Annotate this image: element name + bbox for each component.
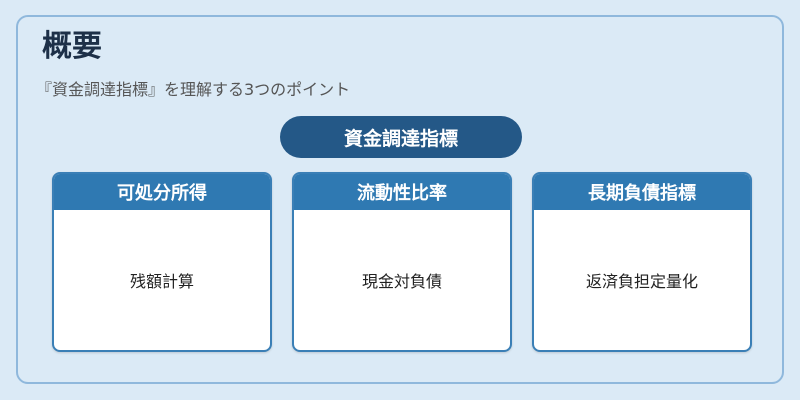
card-body-text: 返済負担定量化 xyxy=(585,272,698,291)
page-title: 概要 xyxy=(42,29,102,64)
overview-panel: 概要 『資金調達指標』を理解する3つのポイント 資金調達指標 可処分所得 残額計… xyxy=(16,15,784,384)
card-header-label: 流動性比率 xyxy=(357,183,447,204)
card-header-label: 長期負債指標 xyxy=(588,183,696,204)
card-header: 長期負債指標 xyxy=(534,174,750,210)
card-body-text: 現金対負債 xyxy=(361,272,442,291)
center-topic-pill: 資金調達指標 xyxy=(280,116,522,158)
card-header: 可処分所得 xyxy=(54,174,270,210)
card-body-text: 残額計算 xyxy=(129,272,194,291)
center-topic-label: 資金調達指標 xyxy=(343,127,458,150)
card-body: 残額計算 xyxy=(54,210,270,350)
point-card-long-term-debt: 長期負債指標 返済負担定量化 xyxy=(532,172,752,352)
card-header: 流動性比率 xyxy=(294,174,510,210)
page-subtitle: 『資金調達指標』を理解する3つのポイント xyxy=(36,80,351,99)
card-body: 返済負担定量化 xyxy=(534,210,750,350)
card-header-label: 可処分所得 xyxy=(117,183,207,204)
point-card-liquidity-ratio: 流動性比率 現金対負債 xyxy=(292,172,512,352)
card-body: 現金対負債 xyxy=(294,210,510,350)
point-card-disposable-income: 可処分所得 残額計算 xyxy=(52,172,272,352)
